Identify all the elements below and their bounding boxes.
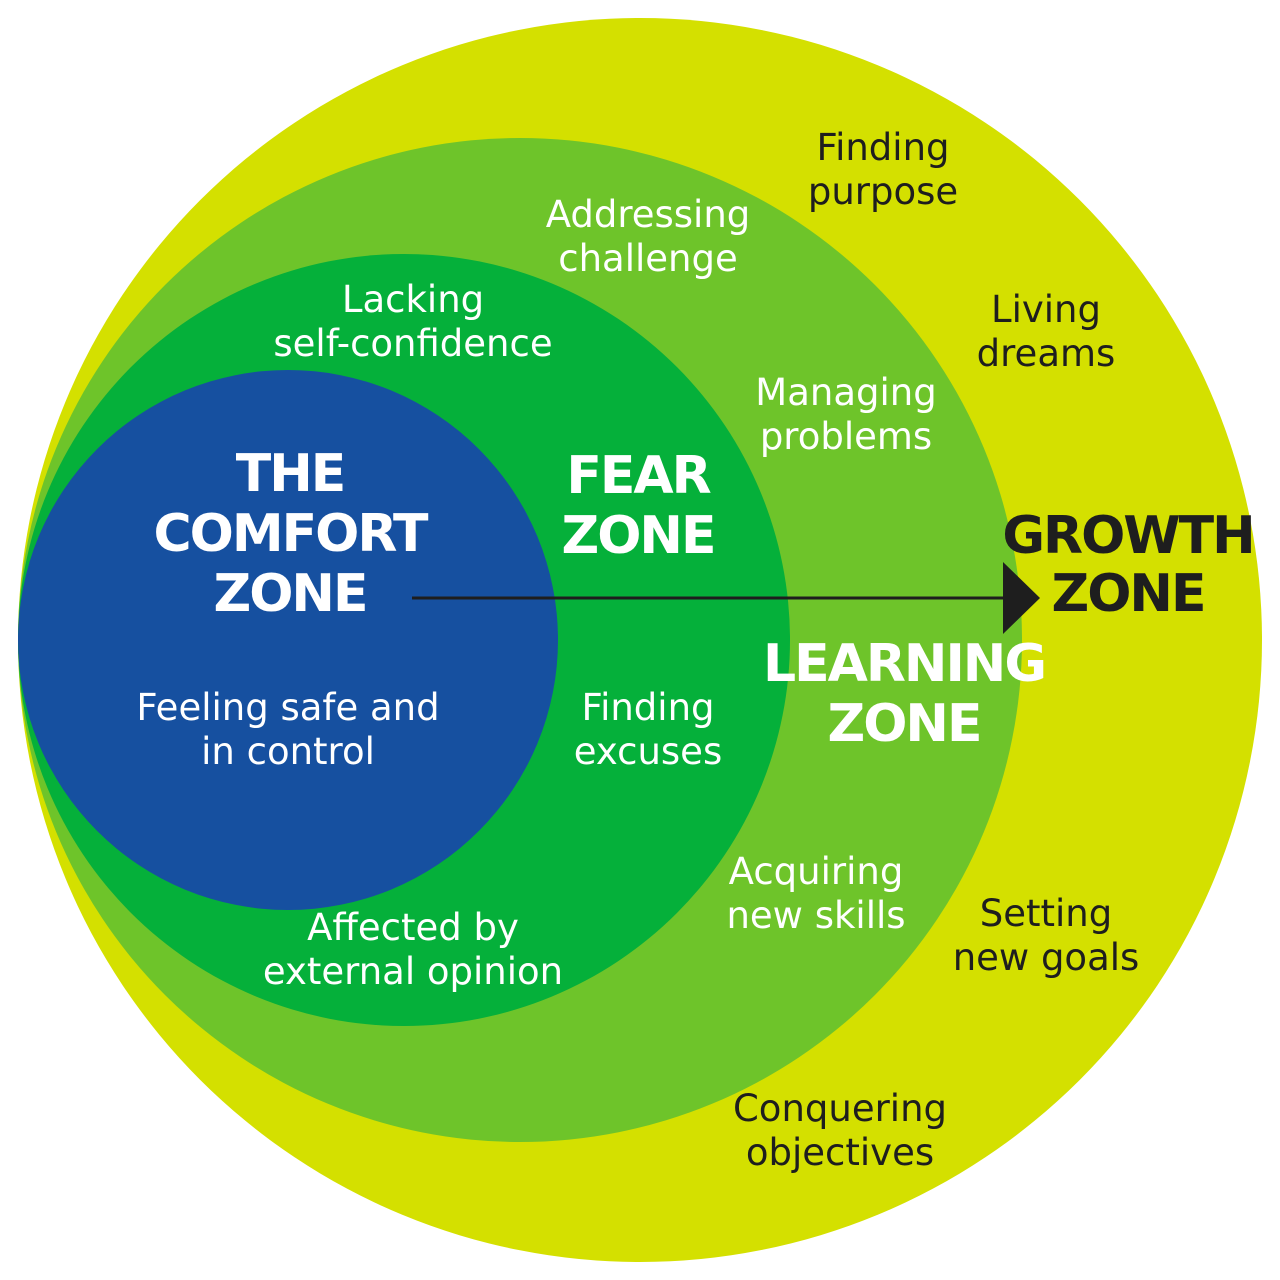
comfort-zone-description: Feeling safe and in control xyxy=(136,686,439,773)
learning-item-3-line-2: new skills xyxy=(726,894,905,937)
learning-zone-title: LEARNING ZONE xyxy=(763,634,1047,754)
fear-item-affected-by-external-opinion: Affected by external opinion xyxy=(263,906,563,993)
learning-item-2-line-2: problems xyxy=(760,415,932,458)
comfort-title-line-1: THE xyxy=(236,444,345,504)
learning-item-addressing-challenge: Addressing challenge xyxy=(546,193,751,280)
learning-item-1-line-1: Addressing xyxy=(546,193,751,236)
fear-item-3-line-2: external opinion xyxy=(263,950,563,993)
learning-title-line-2: ZONE xyxy=(828,694,981,754)
learning-title-line-1: LEARNING xyxy=(763,634,1045,694)
fear-item-finding-excuses: Finding excuses xyxy=(574,686,722,773)
fear-item-2-line-2: excuses xyxy=(574,730,722,773)
comfort-zone-title: THE COMFORT ZONE xyxy=(153,444,431,624)
growth-item-finding-purpose: Finding purpose xyxy=(808,126,958,213)
learning-item-3-line-1: Acquiring xyxy=(729,850,904,893)
learning-item-2-line-1: Managing xyxy=(755,371,936,414)
fear-item-2-line-1: Finding xyxy=(581,686,714,729)
growth-title-line-2: ZONE xyxy=(1052,564,1205,624)
growth-title-line-1: GROWTH xyxy=(1002,506,1253,566)
growth-item-living-dreams: Living dreams xyxy=(977,288,1116,375)
fear-title-line-1: FEAR xyxy=(566,446,710,506)
comfort-zone-circle xyxy=(18,370,558,910)
growth-item-1-line-1: Finding xyxy=(816,126,949,169)
comfort-desc-line-2: in control xyxy=(201,730,375,773)
growth-item-4-line-2: objectives xyxy=(746,1131,934,1174)
comfort-title-line-3: ZONE xyxy=(214,564,367,624)
comfort-title-line-2: COMFORT xyxy=(153,504,429,564)
growth-item-conquering-objectives: Conquering objectives xyxy=(733,1087,947,1174)
growth-item-2-line-2: dreams xyxy=(977,332,1116,375)
learning-item-1-line-2: challenge xyxy=(558,237,738,280)
growth-item-2-line-1: Living xyxy=(991,288,1101,331)
fear-item-lacking-self-confidence: Lacking self-confidence xyxy=(273,278,552,365)
learning-item-acquiring-new-skills: Acquiring new skills xyxy=(726,850,905,937)
comfort-desc-line-1: Feeling safe and xyxy=(136,686,439,729)
growth-arrowhead-icon xyxy=(1003,562,1040,634)
fear-title-line-2: ZONE xyxy=(562,506,715,566)
growth-item-setting-new-goals: Setting new goals xyxy=(953,892,1140,979)
growth-item-4-line-1: Conquering xyxy=(733,1087,947,1130)
growth-item-3-line-1: Setting xyxy=(980,892,1112,935)
growth-item-3-line-2: new goals xyxy=(953,936,1140,979)
learning-item-managing-problems: Managing problems xyxy=(755,371,936,458)
fear-zone-title: FEAR ZONE xyxy=(562,446,717,566)
growth-zone-title: GROWTH ZONE xyxy=(1002,506,1255,624)
growth-item-1-line-2: purpose xyxy=(808,170,958,213)
fear-item-3-line-1: Affected by xyxy=(307,906,519,949)
fear-item-1-line-1: Lacking xyxy=(342,278,484,321)
fear-item-1-line-2: self-confidence xyxy=(273,322,552,365)
